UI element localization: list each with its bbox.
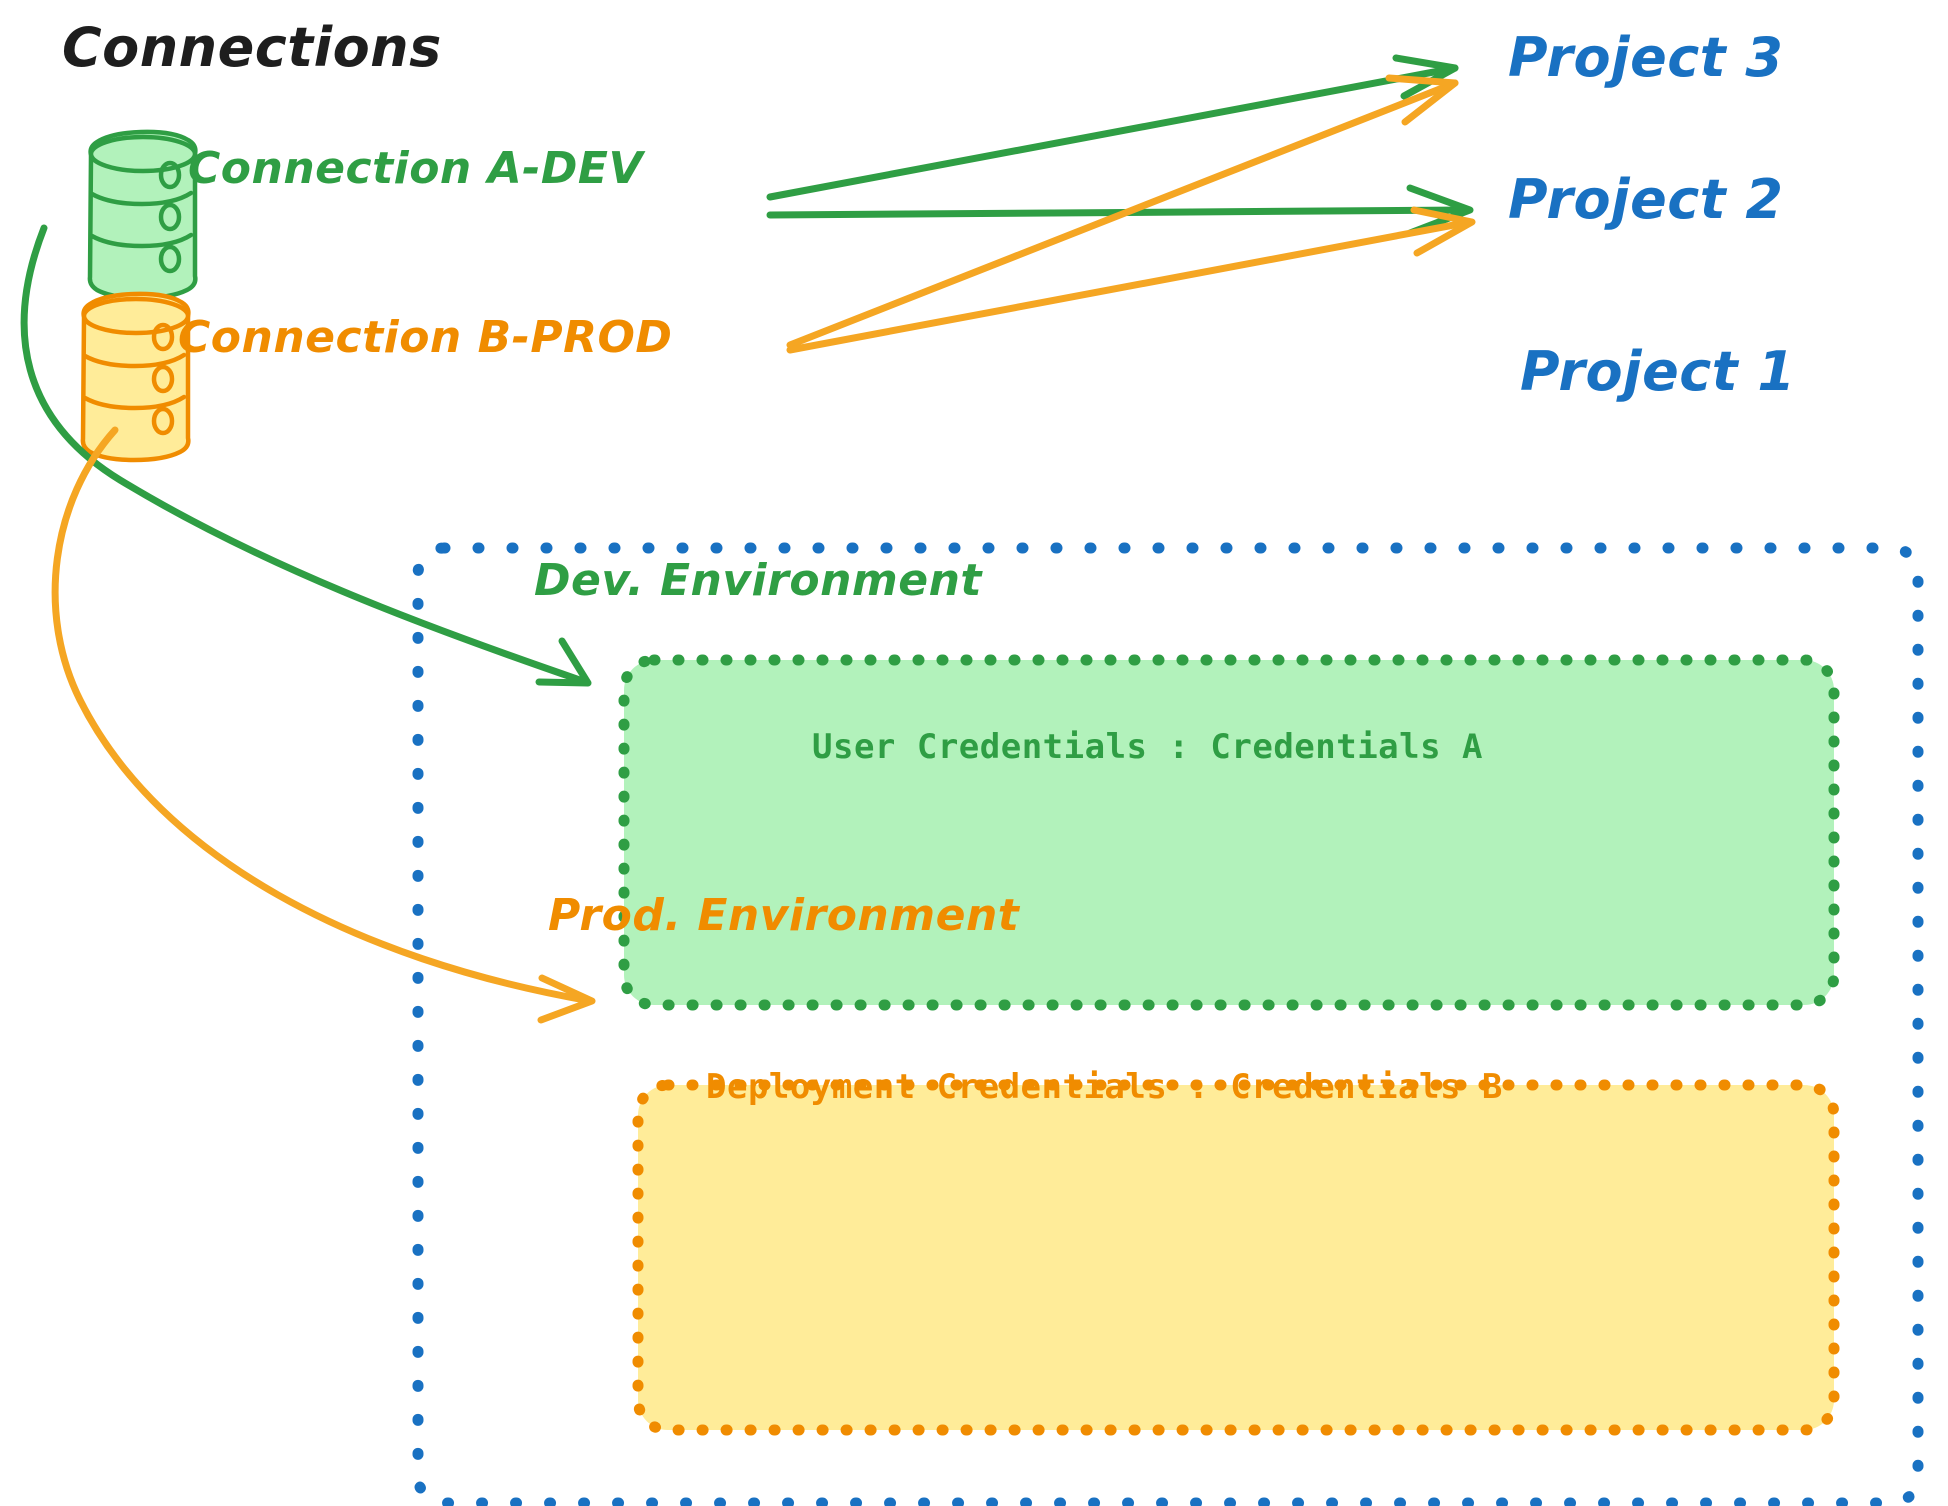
db-a-led-1	[158, 160, 182, 190]
dev-environment-label: Dev. Environment	[534, 555, 982, 606]
connection-b-prod-label[interactable]: Connection B-PROD	[178, 312, 673, 363]
page-title: Connections	[62, 16, 442, 79]
project-3-label[interactable]: Project 3	[1508, 26, 1784, 89]
db-a-rib-2	[89, 232, 194, 249]
database-icon-connection-b-prod[interactable]	[80, 291, 191, 463]
db-a-body	[87, 129, 198, 301]
db-b-rib-1	[82, 352, 187, 369]
db-b-led-1	[151, 322, 175, 352]
dev-environment-fill	[624, 660, 1834, 1005]
db-a-rib-1	[89, 190, 194, 207]
prod-environment-label: Prod. Environment	[548, 890, 1020, 941]
arrow-b-to-prod-environment	[51, 426, 596, 1024]
dev-environment-credentials: User Credentials : Credentials A	[812, 727, 1484, 767]
db-b-led-3	[151, 406, 175, 436]
prod-environment-box[interactable]	[632, 1079, 1840, 1436]
arrow-a-to-project-3	[766, 54, 1459, 201]
db-b-rib-2	[82, 394, 187, 411]
project-1-container[interactable]	[412, 542, 1924, 1506]
arrow-a-to-dev-environment	[20, 224, 592, 687]
db-a-led-2	[158, 202, 182, 232]
project-1-container-border	[412, 542, 1924, 1506]
arrow-b-to-project-2	[786, 206, 1476, 354]
db-b-led-2	[151, 364, 175, 394]
prod-environment-fill	[638, 1085, 1834, 1430]
prod-environment-credentials: Deployment Credentials : Credentials B	[706, 1067, 1503, 1107]
db-a-led-3	[158, 244, 182, 274]
dev-environment-border	[618, 654, 1840, 1011]
prod-environment-border	[632, 1079, 1840, 1436]
connection-a-dev-label[interactable]: Connection A-DEV	[188, 143, 644, 194]
project-2-label[interactable]: Project 2	[1508, 168, 1784, 231]
project-1-label[interactable]: Project 1	[1520, 340, 1796, 403]
arrow-b-to-project-3	[786, 74, 1459, 349]
dev-environment-box[interactable]	[618, 654, 1840, 1011]
database-icon-connection-a-dev[interactable]	[87, 129, 198, 301]
